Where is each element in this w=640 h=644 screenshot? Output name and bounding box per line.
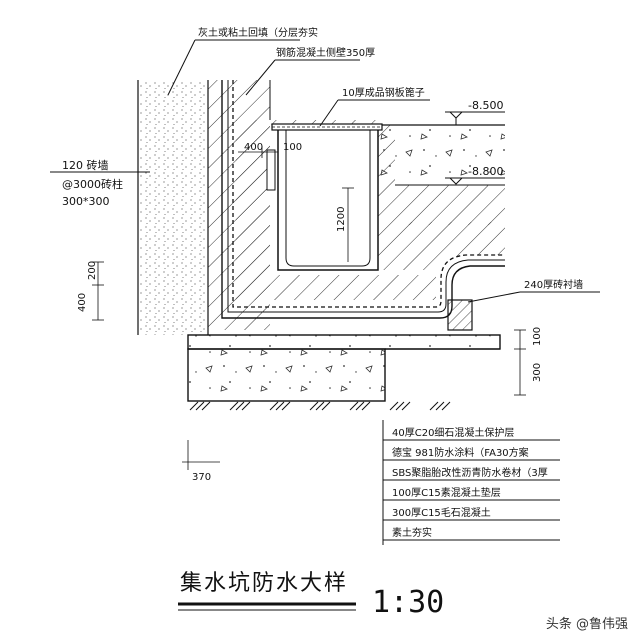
- rubble-concrete-foundation: [187, 348, 500, 402]
- layer-1: 40厚C20细石混凝土保护层: [392, 426, 514, 439]
- steel-grate: [271, 123, 383, 131]
- label-brick-wall-3: 300*300: [62, 195, 110, 208]
- layer-5: 300厚C15毛石混凝土: [392, 506, 491, 519]
- label-grate: 10厚成品钢板篦子: [342, 86, 425, 99]
- base-slab: [236, 120, 505, 300]
- dim-1200: 1200: [336, 207, 347, 232]
- layer-6: 素土夯实: [392, 526, 432, 539]
- layer-4: 100厚C15素混凝土垫层: [392, 486, 501, 499]
- cushion-layer: [187, 334, 501, 350]
- wall-insert: [266, 149, 276, 191]
- dim-100-right: 100: [532, 327, 543, 346]
- dim-400-left: 400: [77, 293, 88, 312]
- watermark-text: 头条 @鲁伟强: [543, 613, 630, 632]
- label-rc-wall: 钢筋混凝土侧壁350厚: [276, 46, 375, 59]
- compacted-soil-symbol: [189, 401, 451, 411]
- floor-slab-concrete: [378, 124, 505, 225]
- elevation-marker-top: [445, 111, 505, 125]
- elevation-top-label: -8.500: [468, 99, 503, 112]
- dim-100-top: 100: [283, 142, 302, 153]
- leader-grate: [319, 99, 430, 127]
- backfill-soil-zone: [137, 80, 208, 335]
- dim-400-top: 400: [244, 142, 263, 153]
- drawing-title: 集水坑防水大样: [180, 571, 348, 596]
- dim-200-left: 200: [87, 261, 98, 280]
- sump-pit: [277, 127, 379, 271]
- drawing-scale: 1:30: [372, 585, 444, 620]
- leader-backfill: [167, 39, 300, 96]
- layer-3: SBS聚脂胎改性沥青防水卷材（3厚: [392, 466, 548, 479]
- elevation-pit-label: -8.800: [468, 165, 503, 178]
- dim-right: [514, 329, 526, 396]
- label-brick-lining: 240厚砖衬墙: [524, 278, 583, 291]
- dim-bottom: [182, 440, 220, 470]
- dim-pit-depth: [342, 187, 354, 262]
- layer-legend-leader: [382, 420, 560, 545]
- leader-rc-wall: [245, 59, 360, 96]
- dim-left: [92, 261, 104, 321]
- elevation-marker-pit: [445, 177, 505, 185]
- label-brick-wall-2: @3000砖柱: [62, 177, 123, 191]
- leader-brick-lining: [467, 291, 600, 303]
- label-brick-wall-1: 120 砖墙: [62, 158, 109, 172]
- dim-pit-top: [238, 146, 279, 158]
- dim-300-right: 300: [532, 363, 543, 382]
- brick-lining-wall: [447, 299, 473, 331]
- dim-370: 370: [192, 472, 211, 483]
- label-backfill: 灰土或粘土回填（分层夯实: [198, 26, 318, 39]
- layer-2: 德宝 981防水涂料（FA30方案: [392, 446, 529, 459]
